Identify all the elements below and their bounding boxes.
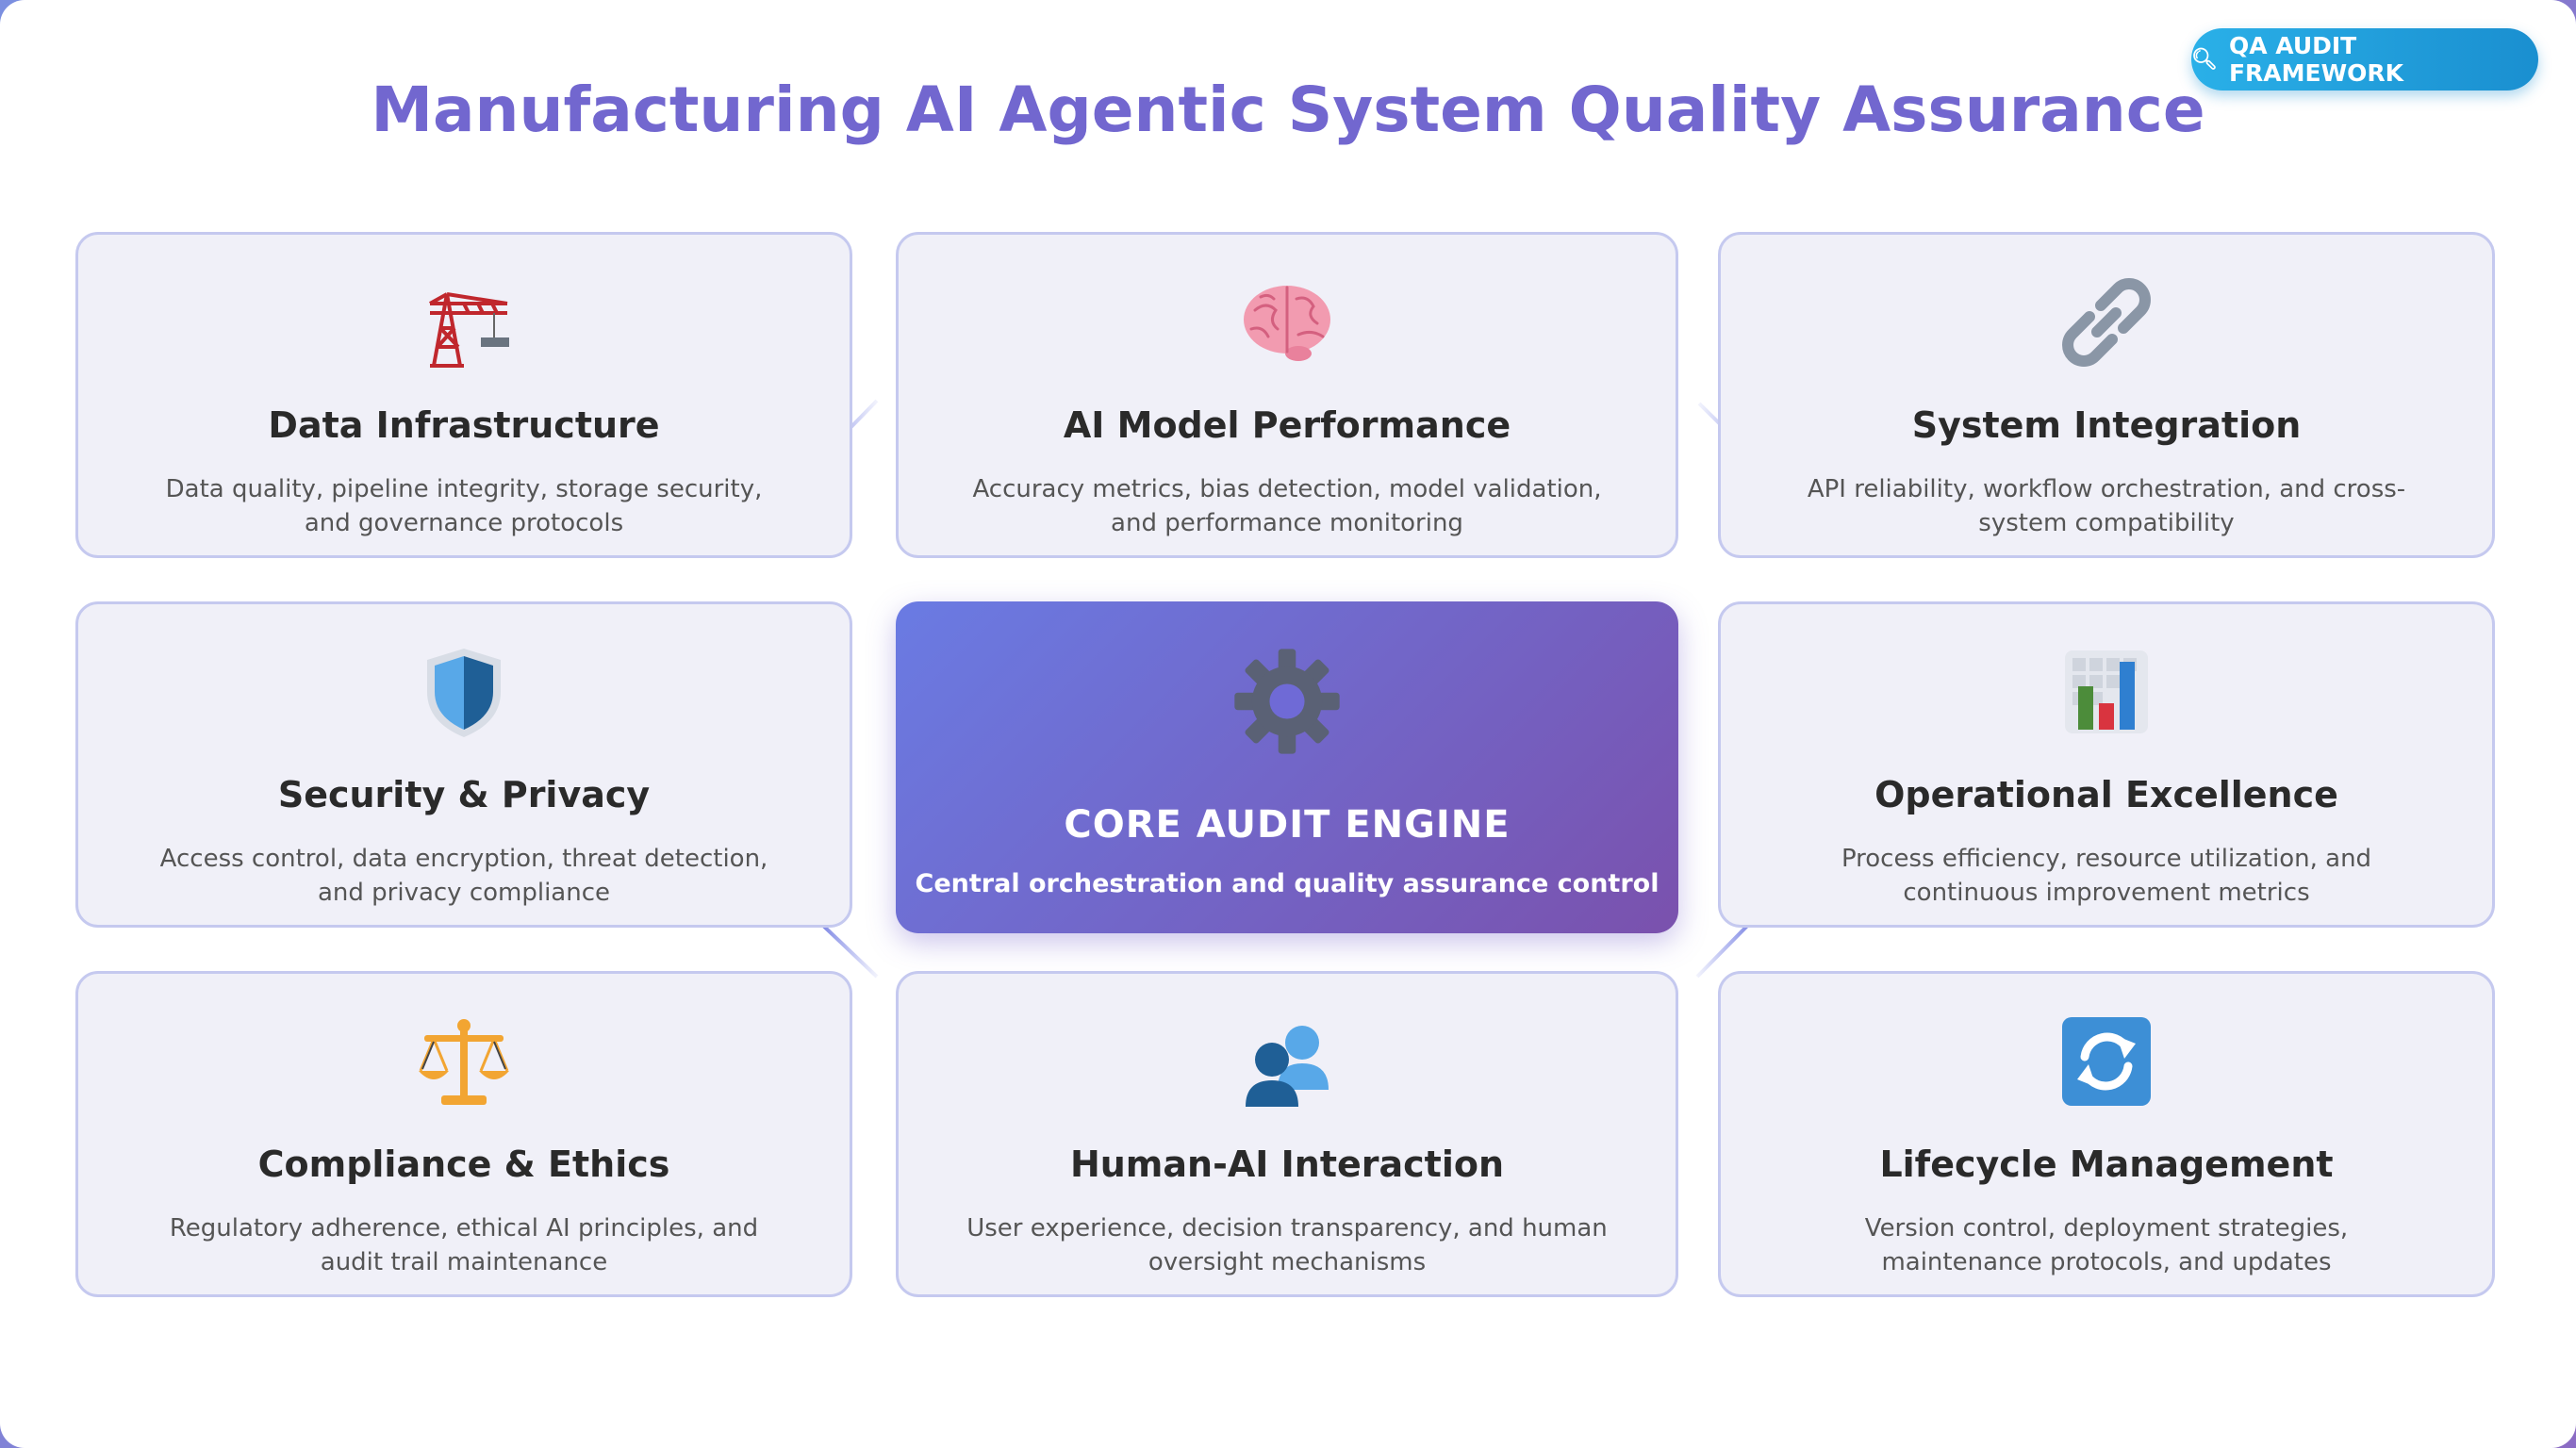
card-title: System Integration <box>1911 404 2302 446</box>
brain-icon <box>899 271 1676 374</box>
core-subtitle: Central orchestration and quality assura… <box>915 869 1660 898</box>
card-security-privacy[interactable]: Security & Privacy Access control, data … <box>75 601 852 928</box>
badge-label: QA AUDIT FRAMEWORK <box>2228 32 2404 87</box>
gear-icon <box>896 647 1678 756</box>
card-lifecycle-management[interactable]: Lifecycle Management Version control, de… <box>1718 971 2495 1297</box>
card-description: User experience, decision transparency, … <box>966 1214 1608 1276</box>
card-compliance-ethics[interactable]: Compliance & Ethics Regulatory adherence… <box>75 971 852 1297</box>
card-title: Lifecycle Management <box>1879 1144 2334 1185</box>
page-title: Manufacturing AI Agentic System Quality … <box>371 74 2205 146</box>
card-description: Access control, data encryption, threat … <box>159 845 768 907</box>
card-title: AI Model Performance <box>1063 404 1511 446</box>
card-description: Accuracy metrics, bias detection, model … <box>972 475 1602 537</box>
refresh-icon <box>1721 1010 2492 1113</box>
core-audit-engine[interactable]: CORE AUDIT ENGINE Central orchestration … <box>896 601 1678 933</box>
scales-icon <box>78 1010 850 1113</box>
card-title: Human-AI Interaction <box>1069 1144 1505 1185</box>
card-system-integration[interactable]: System Integration API reliability, work… <box>1718 232 2495 558</box>
chain-link-icon <box>1721 271 2492 374</box>
card-data-infrastructure[interactable]: Data Infrastructure Data quality, pipeli… <box>75 232 852 558</box>
card-description: API reliability, workflow orchestration,… <box>1807 475 2406 537</box>
people-icon <box>899 1010 1676 1113</box>
magnifier-icon: 🔍︎ <box>2191 47 2218 72</box>
card-title: Operational Excellence <box>1874 774 2338 815</box>
card-title: Data Infrastructure <box>268 404 660 446</box>
card-title: Security & Privacy <box>277 774 651 815</box>
crane-icon <box>78 271 850 374</box>
shield-icon <box>78 640 850 744</box>
card-operational-excellence[interactable]: Operational Excellence Process efficienc… <box>1718 601 2495 928</box>
card-description: Version control, deployment strategies, … <box>1864 1214 2349 1276</box>
card-description: Regulatory adherence, ethical AI princip… <box>169 1214 759 1276</box>
bar-chart-icon <box>1721 640 2492 744</box>
card-human-ai-interaction[interactable]: Human-AI Interaction User experience, de… <box>896 971 1678 1297</box>
qa-audit-framework-badge[interactable]: 🔍︎ QA AUDIT FRAMEWORK <box>2191 28 2538 90</box>
card-ai-model-performance[interactable]: AI Model Performance Accuracy metrics, b… <box>896 232 1678 558</box>
card-description: Process efficiency, resource utilization… <box>1841 845 2372 907</box>
core-title: CORE AUDIT ENGINE <box>1064 803 1511 847</box>
card-description: Data quality, pipeline integrity, storag… <box>165 475 763 537</box>
card-title: Compliance & Ethics <box>257 1144 670 1185</box>
